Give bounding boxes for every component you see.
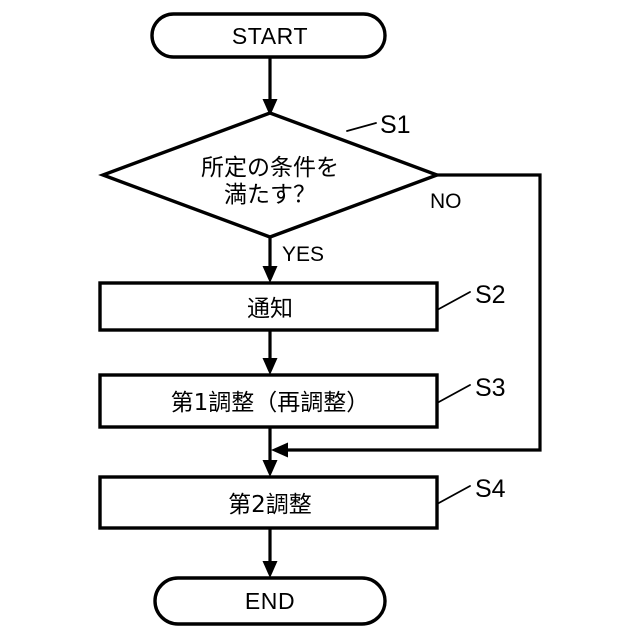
leader-line-s4	[436, 485, 471, 505]
node-s1-label-line1: 所定の条件を	[201, 155, 339, 181]
node-start[interactable]	[150, 12, 387, 59]
arrow-head-no-bypass	[271, 442, 288, 458]
edge-start-to-s1	[262, 57, 278, 116]
arrow-head-s2-to-s3	[262, 358, 278, 375]
edge-s1-no-bypass	[271, 173, 542, 458]
leader-line-s3	[436, 384, 471, 404]
node-s1-label-line2: 満たす？	[224, 182, 316, 208]
node-s1-decision[interactable]	[98, 111, 442, 239]
edge-s2-to-s3	[262, 330, 278, 375]
node-s4-label: 第2調整	[228, 492, 312, 518]
arrow-head-start-to-s1	[262, 99, 278, 116]
edge-s1-to-s2	[262, 237, 278, 283]
branch-label-yes: YES	[282, 243, 324, 266]
step-label-s1: S1	[380, 111, 411, 139]
arrow-head-s4-to-end	[262, 561, 278, 578]
node-start-label: START	[232, 23, 308, 49]
node-s3-label: 第1調整（再調整）	[171, 390, 370, 416]
leader-line-s2	[436, 291, 471, 311]
step-label-s3: S3	[475, 374, 506, 402]
node-s3-process[interactable]	[98, 373, 439, 429]
step-label-s4: S4	[475, 475, 506, 503]
step-label-s2: S2	[475, 281, 506, 309]
edge-s4-to-end	[262, 528, 278, 578]
node-end[interactable]	[153, 576, 387, 626]
leader-line-s1	[346, 122, 377, 132]
arrow-head-s1-to-s2	[262, 266, 278, 283]
branch-label-no: NO	[430, 190, 462, 213]
edge-s3-to-s4	[262, 427, 278, 477]
node-s2-process[interactable]	[98, 281, 439, 332]
node-end-label: END	[245, 588, 295, 614]
arrow-head-s3-to-s4	[262, 460, 278, 477]
node-s2-label: 通知	[247, 296, 293, 322]
node-s4-process[interactable]	[98, 475, 439, 530]
